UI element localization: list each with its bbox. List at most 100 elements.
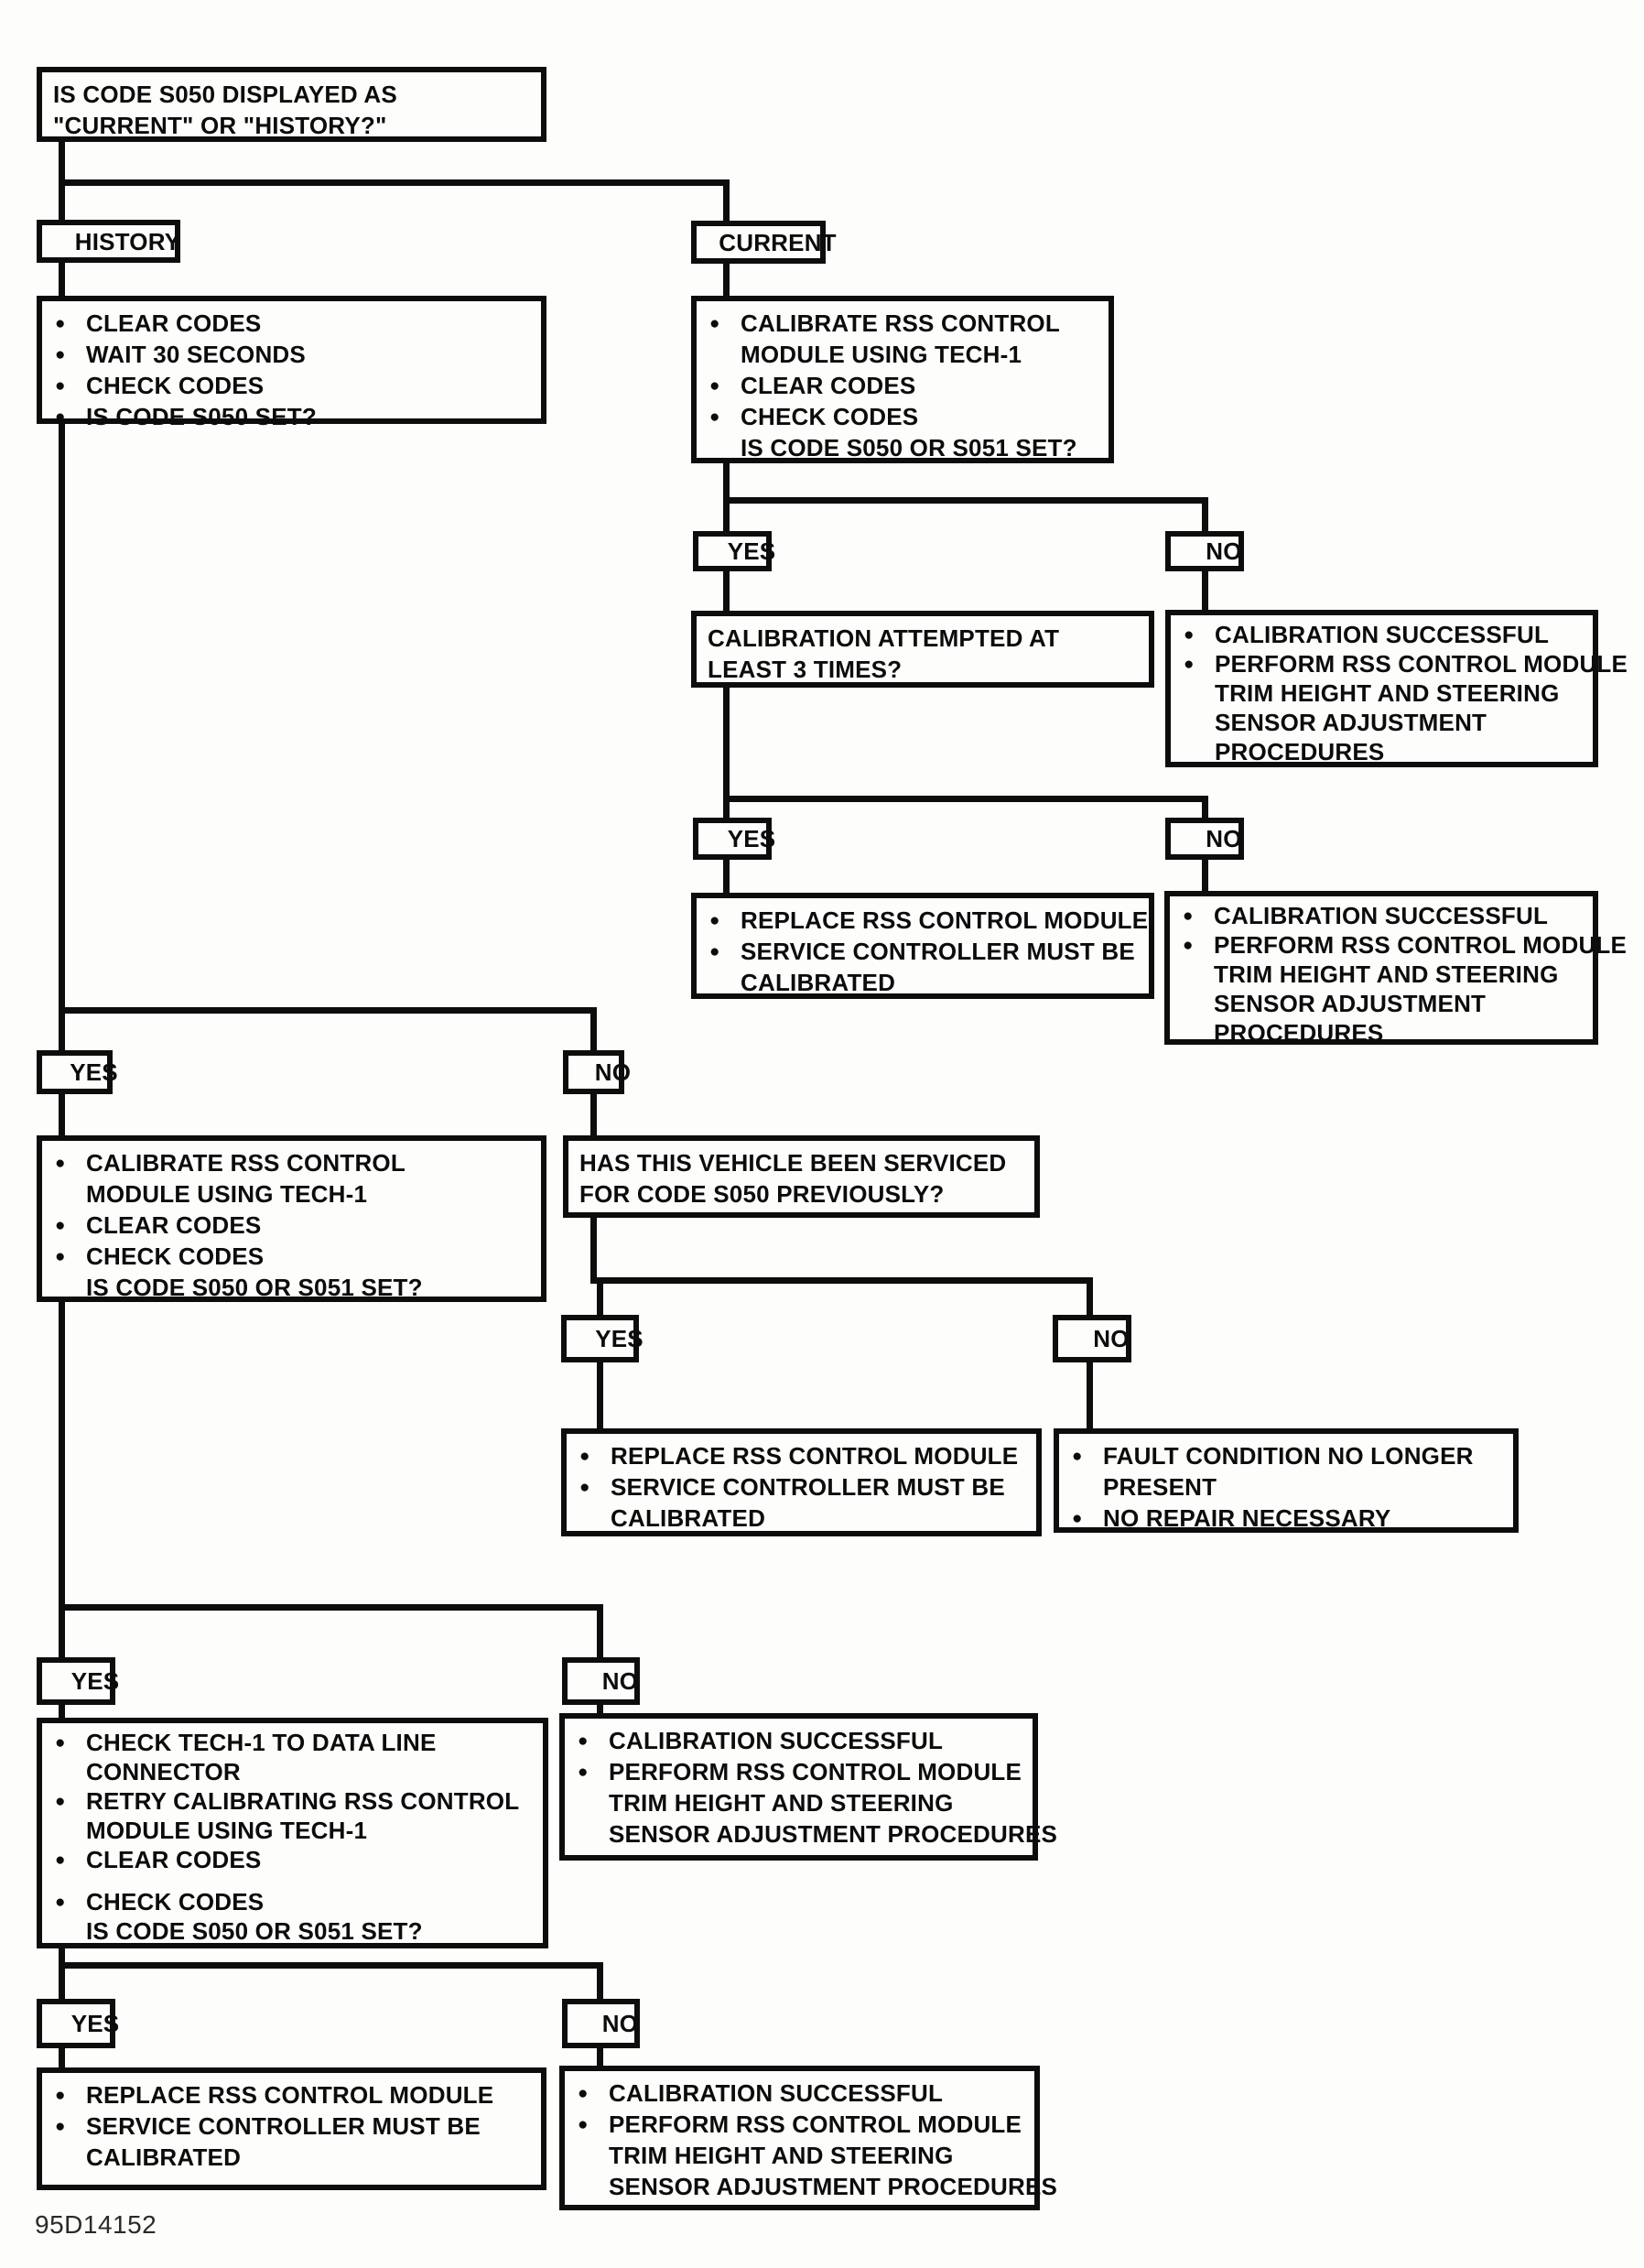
connector-line: [597, 2048, 603, 2066]
connector-line: [597, 1277, 603, 1315]
node-text-line: NO: [601, 1667, 639, 1695]
node-text-line: TRIM HEIGHT AND STEERING: [1214, 960, 1559, 988]
node-text-line: PERFORM RSS CONTROL MODULE: [1171, 649, 1628, 679]
node-text-line: CALIBRATED: [741, 969, 896, 996]
node-history-label: HISTORY: [37, 220, 180, 263]
node-no-2: NO: [1165, 818, 1244, 860]
node-text-line: NO REPAIR NECESSARY: [1059, 1503, 1513, 1535]
connector-line: [723, 571, 730, 611]
node-text-line: CALIBRATION SUCCESSFUL: [565, 1725, 1033, 1757]
node-text-line: PERFORM RSS CONTROL MODULE: [1170, 930, 1627, 960]
connector-line: [723, 688, 730, 818]
node-text-line: CLEAR CODES: [697, 370, 1109, 402]
node-text-line: YES: [70, 2010, 120, 2037]
node-replace-module-2: REPLACE RSS CONTROL MODULESERVICE CONTRO…: [561, 1428, 1042, 1536]
node-text-line: CHECK CODES: [697, 401, 1109, 433]
node-text-line: FOR CODE S050 PREVIOUSLY?: [579, 1180, 945, 1208]
node-text-line: YES: [727, 537, 776, 565]
node-text-line: YES: [595, 1325, 644, 1352]
node-start: IS CODE S050 DISPLAYED AS "CURRENT" OR "H…: [37, 67, 546, 142]
connector-line: [1087, 1362, 1093, 1428]
connector-line: [597, 1604, 603, 1657]
figure-number-watermark: 95D14152: [35, 2210, 157, 2239]
node-yes-6: YES: [37, 1999, 119, 2048]
node-text-line: SERVICE CONTROLLER MUST BE: [697, 936, 1149, 968]
node-text-line: CURRENT: [719, 228, 837, 256]
node-text-line: IS CODE S050 OR S051 SET?: [86, 1917, 423, 1945]
node-text-line: PRESENT: [1103, 1473, 1217, 1501]
node-text-line: CALIBRATION SUCCESSFUL: [565, 2078, 1034, 2110]
node-no-4: NO: [1053, 1315, 1131, 1362]
connector-line: [590, 1007, 597, 1050]
node-result-success-2: CALIBRATION SUCCESSFULPERFORM RSS CONTRO…: [1164, 891, 1627, 1047]
node-replace-module-1: REPLACE RSS CONTROL MODULESERVICE CONTRO…: [691, 893, 1154, 999]
node-text-line: CALIBRATED: [611, 1504, 766, 1532]
connector-line: [723, 796, 1208, 802]
node-serviced-previously: HAS THIS VEHICLE BEEN SERVICED FOR CODE S…: [563, 1135, 1040, 1218]
node-text-line: SENSOR ADJUSTMENT: [1214, 990, 1487, 1017]
node-text-line: SENSOR ADJUSTMENT PROCEDURES: [609, 2173, 1058, 2200]
node-text-line: "CURRENT" OR "HISTORY?": [53, 112, 387, 139]
node-yes-1: YES: [693, 531, 775, 571]
node-text-line: NO: [1206, 825, 1242, 852]
connector-line: [59, 2048, 65, 2067]
node-check-tech1: CHECK TECH-1 TO DATA LINECONNECTORRETRY …: [37, 1718, 548, 1948]
node-no-3: NO: [563, 1050, 631, 1094]
connector-line: [59, 1962, 603, 1969]
connector-line: [723, 497, 1208, 504]
node-text-line: CALIBRATED: [86, 2143, 242, 2171]
node-text-line: CALIBRATION SUCCESSFUL: [1171, 620, 1593, 650]
node-text-line: CHECK CODES: [42, 1241, 541, 1273]
node-text-line: SENSOR ADJUSTMENT PROCEDURES: [609, 1820, 1058, 1848]
node-text-line: REPLACE RSS CONTROL MODULE: [42, 2079, 541, 2111]
connector-line: [593, 1277, 1093, 1284]
connector-line: [1202, 571, 1208, 610]
node-text-line: HAS THIS VEHICLE BEEN SERVICED: [579, 1149, 1007, 1177]
node-text-line: IS CODE S050 SET?: [42, 401, 541, 433]
node-result-success-1: CALIBRATION SUCCESSFULPERFORM RSS CONTRO…: [1165, 610, 1628, 767]
node-text-line: CHECK TECH-1 TO DATA LINE: [42, 1728, 543, 1758]
node-text-line: SERVICE CONTROLLER MUST BE: [42, 2111, 541, 2143]
node-text-line: NO: [1093, 1325, 1130, 1352]
connector-line: [59, 1302, 65, 1657]
node-text-line: WAIT 30 SECONDS: [42, 339, 541, 371]
node-text-line: FAULT CONDITION NO LONGER: [1059, 1440, 1513, 1472]
node-text-line: PROCEDURES: [1214, 1019, 1384, 1047]
node-text-line: YES: [70, 1667, 120, 1695]
node-history-steps: CLEAR CODESWAIT 30 SECONDSCHECK CODESIS …: [37, 296, 546, 433]
node-text-line: CLEAR CODES: [42, 1210, 541, 1242]
node-yes-5: YES: [37, 1657, 119, 1705]
connector-line: [1202, 860, 1208, 891]
connector-line: [59, 1948, 65, 1999]
connector-line: [597, 1362, 603, 1428]
node-replace-module-3: REPLACE RSS CONTROL MODULESERVICE CONTRO…: [37, 2067, 546, 2190]
node-text-line: NO: [1206, 537, 1242, 565]
node-text-line: CALIBRATION ATTEMPTED AT: [708, 624, 1060, 652]
node-result-success-4: CALIBRATION SUCCESSFULPERFORM RSS CONTRO…: [559, 2066, 1058, 2210]
node-text-line: CHECK CODES: [42, 370, 541, 402]
node-text-line: CALIBRATE RSS CONTROL: [697, 308, 1109, 340]
connector-line: [59, 1007, 597, 1014]
node-text-line: TRIM HEIGHT AND STEERING: [609, 1789, 954, 1817]
node-text-line: IS CODE S050 OR S051 SET?: [741, 434, 1077, 461]
connector-line: [723, 179, 730, 223]
node-yes-3: YES: [37, 1050, 118, 1094]
connector-line: [590, 1218, 597, 1284]
node-text-line: IS CODE S050 DISPLAYED AS: [53, 81, 397, 108]
node-text-line: REPLACE RSS CONTROL MODULE: [567, 1440, 1036, 1472]
connector-line: [597, 1705, 603, 1713]
node-result-success-3: CALIBRATION SUCCESSFULPERFORM RSS CONTRO…: [559, 1713, 1058, 1861]
node-fault-cleared: FAULT CONDITION NO LONGERPRESENTNO REPAI…: [1054, 1428, 1519, 1535]
node-text-line: CHECK CODES: [42, 1887, 543, 1917]
connector-line: [590, 1094, 597, 1135]
node-text-line: YES: [70, 1058, 118, 1086]
node-text-line: NO: [601, 2010, 639, 2037]
node-yes-2: YES: [693, 818, 775, 860]
node-text-line: IS CODE S050 OR S051 SET?: [86, 1274, 423, 1301]
node-text-line: MODULE USING TECH-1: [86, 1180, 368, 1208]
connector-line: [59, 424, 65, 1050]
node-text-line: PERFORM RSS CONTROL MODULE: [565, 1756, 1033, 1788]
